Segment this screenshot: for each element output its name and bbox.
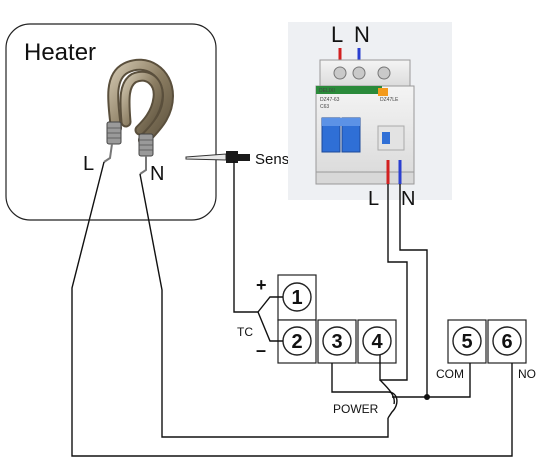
- sensor-lead-wire: [233, 161, 258, 313]
- terminal-4: 4: [362, 326, 392, 356]
- tc-minus-wire: [257, 311, 283, 342]
- controller-terminals: 1 2 3 4 5 6 + – TC COM NO POWER: [237, 274, 536, 416]
- tc-label: TC: [237, 325, 253, 339]
- breaker-brand: DELIXI: [319, 88, 335, 94]
- breaker-panel: L N DELIXI DZ47-63 C63 DZ47LE: [288, 22, 452, 210]
- heater-n-label: N: [150, 163, 164, 185]
- sensor-probe-icon: [185, 151, 250, 163]
- breaker-bottom-n-label: N: [401, 188, 415, 210]
- breaker-model-right: DZ47LE: [380, 97, 399, 103]
- heater-l-wire: [71, 161, 513, 457]
- tc-plus-wire: [257, 296, 283, 313]
- svg-text:3: 3: [331, 331, 342, 353]
- terminal-5: 5: [452, 326, 482, 356]
- power-label: POWER: [333, 402, 379, 416]
- power-wire-4: [379, 379, 395, 405]
- breaker-bottom-l-label: L: [368, 188, 379, 210]
- com-wire: [392, 363, 471, 398]
- heater-title: Heater: [24, 39, 96, 66]
- breaker-n-wire: [399, 184, 428, 397]
- wiring: [71, 161, 513, 457]
- breaker-top-n-label: N: [354, 22, 370, 47]
- heater-n-wire: [139, 173, 389, 438]
- svg-text:6: 6: [501, 331, 512, 353]
- breaker-model-left: DZ47-63: [320, 97, 340, 103]
- svg-text:1: 1: [291, 287, 302, 309]
- terminal-3: 3: [322, 326, 352, 356]
- terminal-6: 6: [492, 326, 522, 356]
- no-label: NO: [518, 367, 536, 381]
- terminal-1: 1: [282, 282, 312, 312]
- breaker-body: DELIXI DZ47-63 C63 DZ47LE: [315, 59, 415, 185]
- heater-panel: Heater L N: [5, 23, 217, 221]
- terminal-2: 2: [282, 326, 312, 356]
- svg-text:4: 4: [371, 331, 383, 353]
- heater-coil-icon: [103, 58, 175, 175]
- svg-text:2: 2: [291, 331, 302, 353]
- breaker-model-left-sub: C63: [320, 104, 329, 110]
- svg-text:5: 5: [461, 331, 472, 353]
- com-label: COM: [436, 367, 464, 381]
- junction-dot: [424, 394, 430, 400]
- breaker-test-button: [378, 88, 388, 96]
- plus-label: +: [256, 275, 267, 295]
- heater-l-label: L: [83, 153, 94, 175]
- breaker-l-wire: [379, 184, 408, 381]
- breaker-top-l-label: L: [331, 22, 343, 47]
- minus-label: –: [256, 340, 266, 360]
